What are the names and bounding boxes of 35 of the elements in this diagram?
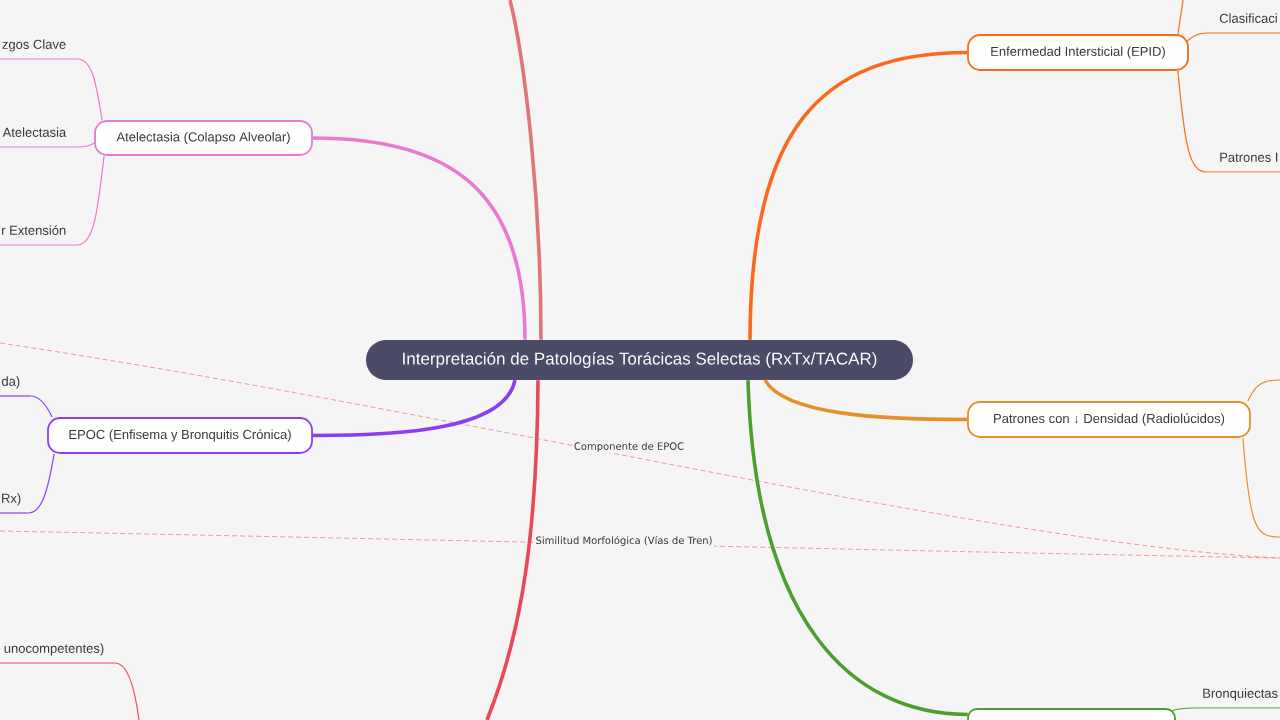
branch-line [508, 0, 543, 340]
branch-line [1171, 707, 1195, 712]
topic-box: Enfermedad Intersticial (EPID) [967, 34, 1189, 71]
subtopic-label: r Extensión [0, 225, 78, 246]
branch-line [312, 136, 527, 340]
subtopic-label: zgos Clave [0, 39, 78, 60]
branch-line [1185, 32, 1208, 43]
branch-line [1177, 0, 1184, 35]
topic-box [967, 708, 1176, 720]
branch-line [76, 142, 95, 148]
branch-line [29, 395, 53, 418]
branch-line [746, 380, 968, 717]
branch-line [1247, 379, 1280, 402]
subtopic-label: Bronquiectas [1193, 688, 1280, 709]
subtopic-label: da) [0, 376, 31, 397]
branch-line [312, 379, 517, 438]
subtopic-label: Clasificaci [1206, 13, 1280, 34]
branch-line [76, 58, 103, 121]
branch-line [1177, 70, 1208, 173]
line-label: Similitud Morfológica (Vías de Tren) [534, 534, 714, 548]
branch-line [748, 50, 968, 340]
subtopic-label: Atelectasia [0, 127, 78, 148]
central-topic-box: Interpretación de Patologías Torácicas Selectas (RxTx/TACAR) [366, 340, 913, 380]
subtopic-label: Patrones I [1206, 152, 1280, 173]
topic-box: EPOC (Enfisema y Bronquitis Crónica) [47, 417, 313, 454]
branch-line [27, 453, 55, 514]
branch-line [1242, 437, 1280, 538]
branch-line [485, 380, 540, 720]
subtopic-label: unocompetentes) [0, 643, 116, 664]
branch-line [76, 155, 105, 246]
branch-line [114, 662, 140, 720]
topic-box: Atelectasia (Colapso Alveolar) [94, 120, 313, 156]
topic-box: Patrones con ↓ Densidad (Radiolúcidos) [967, 401, 1251, 438]
subtopic-label: Rx) [0, 493, 29, 514]
branch-line [763, 379, 968, 422]
